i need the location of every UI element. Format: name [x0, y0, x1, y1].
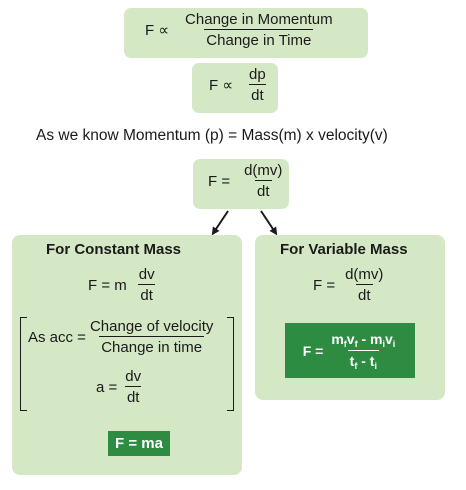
- fraction-denominator: tf - ti: [347, 349, 379, 371]
- fraction-numerator: dv: [138, 266, 155, 283]
- momentum-statement: As we know Momentum (p) = Mass(m) x velo…: [36, 127, 388, 144]
- fraction-denominator: dt: [356, 284, 373, 304]
- dp-dt-equation: F ∝ dp dt: [209, 66, 268, 104]
- a-equals-label: a =: [96, 378, 118, 396]
- fraction-numerator: dp: [249, 66, 266, 83]
- fraction-numerator: dv: [125, 368, 142, 385]
- fraction-denominator: dt: [255, 180, 272, 200]
- variable-mass-title: For Variable Mass: [280, 241, 408, 258]
- f-equals-ma-result: F = ma: [108, 431, 170, 456]
- result-text: F = ma: [115, 435, 163, 452]
- d-mv-dt-equation: F = d(mv) dt: [208, 162, 284, 200]
- dv-dt-fraction: dv dt: [137, 266, 157, 304]
- proportionality-equation: F ∝ Change in Momentum Change in Time: [145, 11, 335, 49]
- fraction-numerator: mfvf - mivi: [331, 330, 396, 349]
- fraction-denominator: dt: [249, 84, 266, 104]
- velocity-time-fraction: Change of velocity Change in time: [88, 318, 215, 356]
- acceleration-definition: As acc = Change of velocity Change in ti…: [28, 318, 215, 356]
- fraction-denominator: dt: [124, 386, 142, 406]
- dp-dt-box: [192, 63, 278, 113]
- fraction-denominator: Change in time: [99, 336, 205, 356]
- right-arrow: [260, 210, 278, 236]
- force-proportional-label: F ∝: [209, 77, 234, 94]
- left-bracket: [20, 317, 27, 411]
- constant-force-equation: F = m dv dt: [88, 266, 157, 304]
- variable-force-equation: F = d(mv) dt: [313, 266, 385, 304]
- d-mv-dt-fraction: d(mv) dt: [343, 266, 385, 304]
- momentum-time-fraction: Change in Momentum Change in Time: [183, 11, 335, 49]
- as-acc-label: As acc =: [28, 328, 86, 346]
- proportionality-box: [124, 8, 368, 58]
- fraction-denominator: dt: [138, 284, 155, 304]
- fraction-denominator: Change in Time: [204, 29, 314, 49]
- acceleration-equation: a = dv dt: [96, 368, 143, 406]
- force-equals-label: F =: [208, 172, 231, 190]
- momentum-change-fraction: mfvf - mivi tf - ti: [329, 331, 397, 371]
- force-proportional-label: F ∝: [145, 22, 170, 39]
- fraction-numerator: d(mv): [244, 162, 283, 179]
- right-bracket: [227, 317, 234, 411]
- fraction-numerator: Change of velocity: [89, 318, 214, 335]
- force-equals-label: F =: [313, 276, 336, 294]
- fraction-numerator: d(mv): [345, 266, 384, 283]
- d-mv-dt-box: [193, 159, 289, 209]
- constant-mass-title: For Constant Mass: [46, 241, 182, 258]
- d-mv-dt-fraction: d(mv) dt: [242, 162, 284, 200]
- force-m-label: F = m: [88, 276, 127, 294]
- dv-dt-fraction: dv dt: [123, 368, 143, 406]
- variable-mass-result: F = mfvf - mivi tf - ti: [285, 323, 415, 378]
- left-arrow: [211, 210, 229, 236]
- fraction-numerator: Change in Momentum: [185, 11, 333, 28]
- dp-dt-fraction: dp dt: [247, 66, 268, 104]
- result-f-equals: F =: [302, 342, 324, 359]
